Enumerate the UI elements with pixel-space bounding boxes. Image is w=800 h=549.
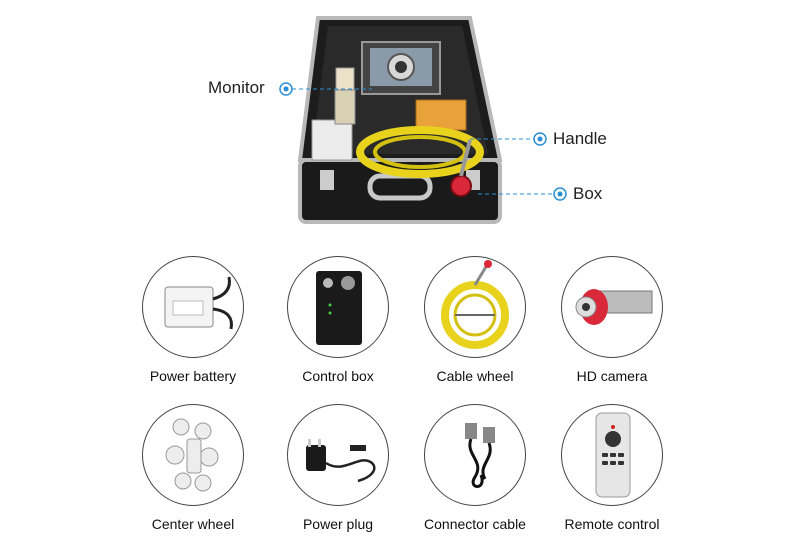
hero-image: Monitor Handle Box [0,0,800,245]
product-label: Cable wheel [436,368,514,384]
camera-head-icon [561,256,663,358]
handle-label: Handle [553,129,607,148]
product-center-wheel: Center wheel [128,404,258,532]
power-adapter-icon [287,404,389,506]
inspection-case-illustration [279,16,567,224]
centering-wheel-icon [142,404,244,506]
product-label: Power battery [149,368,237,384]
product-hd-camera: HD camera [547,256,677,384]
monitor-label: Monitor [208,78,265,97]
cable-reel [356,126,484,178]
product-control-box: Control box [273,256,403,384]
product-label: Center wheel [151,516,235,532]
case-body [298,158,502,224]
connector-cable-icon [424,404,526,506]
camera-head [450,175,472,197]
label-card [415,99,467,131]
product-label: Control box [302,368,374,384]
product-remote-control: Remote control [547,404,677,532]
box-label: Box [573,184,603,203]
product-connector-cable: Connector cable [410,404,540,532]
cable-reel-icon [424,256,526,358]
product-power-battery: Power battery [128,256,258,384]
product-label: Connector cable [424,516,526,532]
product-label: Remote control [564,516,660,532]
product-cable-wheel: Cable wheel [410,256,540,384]
latch-left [320,170,334,190]
product-label: Power plug [302,516,374,532]
control-box-icon [287,256,389,358]
remote-control-icon [561,404,663,506]
control-box [311,119,353,161]
battery-pack-icon [142,256,244,358]
product-power-plug: Power plug [273,404,403,532]
product-label: HD camera [576,368,648,384]
